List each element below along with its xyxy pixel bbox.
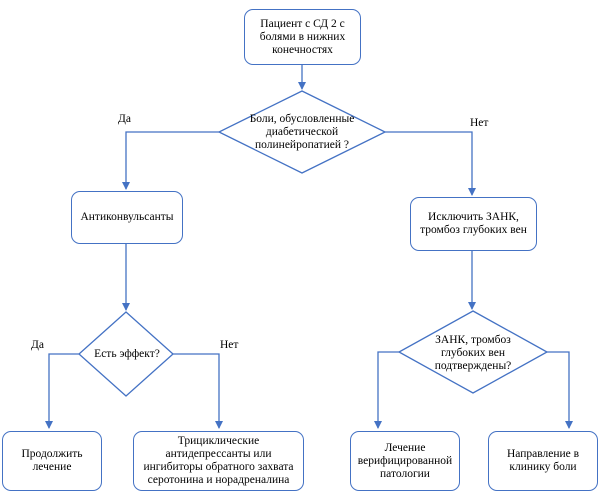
label-q2-no: Нет: [220, 339, 239, 351]
arrow-q2-yes: [45, 353, 79, 429]
label-q1-no: Нет: [470, 117, 489, 129]
node-pain-clinic: Направление в клинику боли: [488, 431, 598, 491]
label-q1-yes: Да: [118, 113, 131, 125]
decision-text-confirmed: ЗАНК, тромбоз глубоких вен подтверждены?: [434, 333, 512, 372]
arrow-q3-no: [547, 351, 573, 429]
node-start: Пациент с СД 2 с болями в нижних конечно…: [244, 9, 361, 65]
decision-text-effect: Есть эффект?: [94, 347, 160, 360]
arrow-q2-no: [173, 353, 223, 429]
decision-diamond-confirmed: [397, 310, 549, 394]
node-continue-treatment: Продолжить лечение: [2, 431, 102, 491]
node-antidepressants: Трициклические антидепрессанты или ингиб…: [133, 431, 304, 491]
label-q2-yes: Да: [31, 339, 44, 351]
decision-diamond-pain-cause: [217, 90, 387, 174]
arrow-q1-no: [385, 131, 476, 196]
decision-text-pain-cause: Боли, обусловленные диабетической полине…: [249, 112, 355, 151]
node-exclude: Исключить ЗАНК, тромбоз глубоких вен: [410, 197, 537, 251]
node-treat-pathology: Лечение верифицированной патологии: [350, 431, 460, 491]
arrow-q3-yes: [374, 351, 399, 429]
node-anticonvulsants: Антиконвульсанты: [71, 191, 183, 244]
decision-diamond-effect: [78, 311, 174, 397]
arrow-q1-yes: [122, 131, 219, 190]
